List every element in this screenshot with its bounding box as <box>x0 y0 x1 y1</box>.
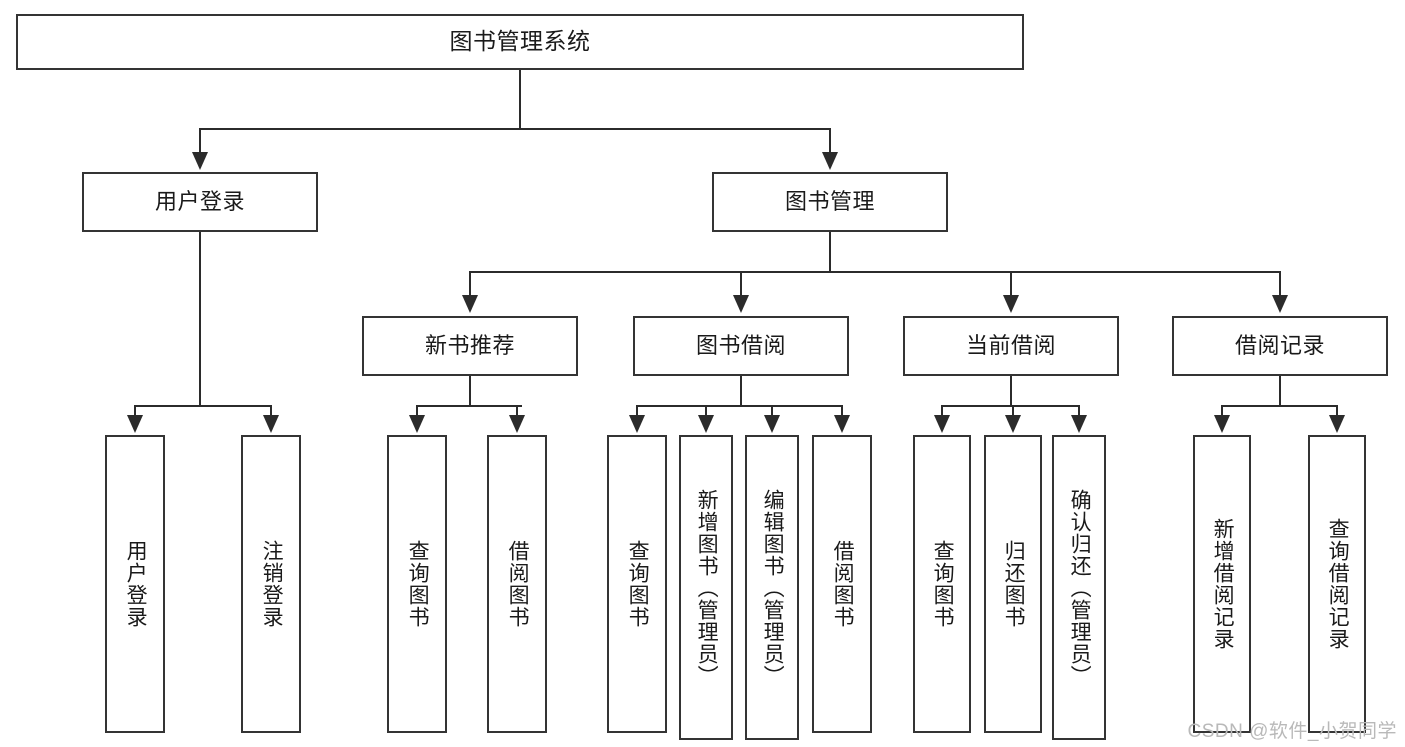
connector-root-to-user-login <box>199 128 201 154</box>
leaf-borrow-book-recommendation[interactable]: 借阅图书 <box>487 435 547 733</box>
leaf-query-book-current[interactable]: 查询图书 <box>913 435 971 733</box>
node-label: 当前借阅 <box>965 332 1056 358</box>
node-label: 新增借阅记录 <box>1211 518 1235 650</box>
arrow-down-icon <box>127 415 143 433</box>
connector-to-leaf-user-login <box>134 405 136 417</box>
connector-to-leaf-confirm-return-admin <box>1078 405 1080 417</box>
leaf-query-book-recommendation[interactable]: 查询图书 <box>387 435 447 733</box>
connector-current-borrow-bus <box>941 405 1079 407</box>
node-label: 借阅图书 <box>831 540 855 628</box>
arrow-down-icon <box>764 415 780 433</box>
leaf-add-book-admin[interactable]: 新增图书（管理员） <box>679 435 733 740</box>
arrow-down-icon <box>1003 295 1019 313</box>
connector-new-book-rec-stem <box>469 376 471 405</box>
connector-new-book-rec-bus <box>416 405 522 407</box>
connector-to-leaf-return-book <box>1012 405 1014 417</box>
connector-to-book-borrow <box>740 271 742 297</box>
leaf-query-borrow-record[interactable]: 查询借阅记录 <box>1308 435 1366 733</box>
node-book-borrow[interactable]: 图书借阅 <box>633 316 849 376</box>
connector-borrow-record-stem <box>1279 376 1281 405</box>
node-label: 新书推荐 <box>424 332 515 358</box>
connector-to-current-borrow <box>1010 271 1012 297</box>
node-current-borrow[interactable]: 当前借阅 <box>903 316 1119 376</box>
leaf-add-borrow-record[interactable]: 新增借阅记录 <box>1193 435 1251 733</box>
node-label: 查询图书 <box>406 540 430 628</box>
arrow-down-icon <box>698 415 714 433</box>
leaf-return-book[interactable]: 归还图书 <box>984 435 1042 733</box>
node-borrow-record[interactable]: 借阅记录 <box>1172 316 1388 376</box>
node-user-login[interactable]: 用户登录 <box>82 172 318 232</box>
node-label: 图书管理系统 <box>449 28 591 55</box>
arrow-down-icon <box>629 415 645 433</box>
connector-to-leaf-query-borrow-record <box>1336 405 1338 417</box>
arrow-down-icon <box>409 415 425 433</box>
connector-book-borrow-stem <box>740 376 742 405</box>
node-label: 用户登录 <box>154 188 245 214</box>
arrow-down-icon <box>1272 295 1288 313</box>
node-label: 用户登录 <box>124 540 148 628</box>
watermark: CSDN @软件_小贺同学 <box>1187 721 1397 742</box>
node-book-manage[interactable]: 图书管理 <box>712 172 948 232</box>
arrow-down-icon <box>509 415 525 433</box>
connector-book-manage-stem <box>829 232 831 271</box>
connector-to-borrow-record <box>1279 271 1281 297</box>
node-label: 图书借阅 <box>695 332 786 358</box>
arrow-down-icon <box>1005 415 1021 433</box>
connector-user-login-stem <box>199 232 201 405</box>
connector-to-leaf-borrow-book <box>841 405 843 417</box>
leaf-query-book-borrow[interactable]: 查询图书 <box>607 435 667 733</box>
arrow-down-icon <box>1329 415 1345 433</box>
connector-to-leaf-add-borrow-record <box>1221 405 1223 417</box>
connector-to-new-book-rec <box>469 271 471 297</box>
connector-to-leaf-query-book-rec <box>416 405 418 417</box>
arrow-down-icon <box>192 152 208 170</box>
arrow-down-icon <box>462 295 478 313</box>
node-label: 查询借阅记录 <box>1326 518 1350 650</box>
leaf-user-login[interactable]: 用户登录 <box>105 435 165 733</box>
connector-current-borrow-stem <box>1010 376 1012 405</box>
arrow-down-icon <box>834 415 850 433</box>
arrow-down-icon <box>822 152 838 170</box>
arrow-down-icon <box>263 415 279 433</box>
arrow-down-icon <box>934 415 950 433</box>
node-label: 查询图书 <box>626 540 650 628</box>
node-label: 借阅记录 <box>1234 332 1325 358</box>
node-label: 确认归还（管理员） <box>1068 488 1092 687</box>
connector-root-to-book-manage <box>829 128 831 154</box>
node-label: 查询图书 <box>931 540 955 628</box>
arrow-down-icon <box>1214 415 1230 433</box>
connector-user-login-bus <box>134 405 272 407</box>
node-label: 注销登录 <box>260 540 284 628</box>
connector-to-leaf-edit-book-admin <box>771 405 773 417</box>
connector-to-leaf-query-book-borrow <box>636 405 638 417</box>
node-label: 图书管理 <box>784 188 875 214</box>
connector-to-leaf-query-book-current <box>941 405 943 417</box>
leaf-logout[interactable]: 注销登录 <box>241 435 301 733</box>
leaf-confirm-return-admin[interactable]: 确认归还（管理员） <box>1052 435 1106 740</box>
node-label: 借阅图书 <box>506 540 530 628</box>
connector-to-leaf-logout <box>270 405 272 417</box>
connector-root-stem <box>519 70 521 128</box>
node-label: 新增图书（管理员） <box>695 488 719 687</box>
connector-book-borrow-bus <box>636 405 842 407</box>
connector-borrow-record-bus <box>1221 405 1337 407</box>
leaf-edit-book-admin[interactable]: 编辑图书（管理员） <box>745 435 799 740</box>
connector-to-leaf-add-book-admin <box>705 405 707 417</box>
connector-to-leaf-borrow-book-rec <box>516 405 518 417</box>
connector-root-bus <box>199 128 831 130</box>
node-label: 编辑图书（管理员） <box>761 488 785 687</box>
arrow-down-icon <box>733 295 749 313</box>
node-label: 归还图书 <box>1002 540 1026 628</box>
arrow-down-icon <box>1071 415 1087 433</box>
node-new-book-recommendation[interactable]: 新书推荐 <box>362 316 578 376</box>
node-root-system[interactable]: 图书管理系统 <box>16 14 1024 70</box>
leaf-borrow-book[interactable]: 借阅图书 <box>812 435 872 733</box>
connector-book-manage-bus <box>469 271 1280 273</box>
